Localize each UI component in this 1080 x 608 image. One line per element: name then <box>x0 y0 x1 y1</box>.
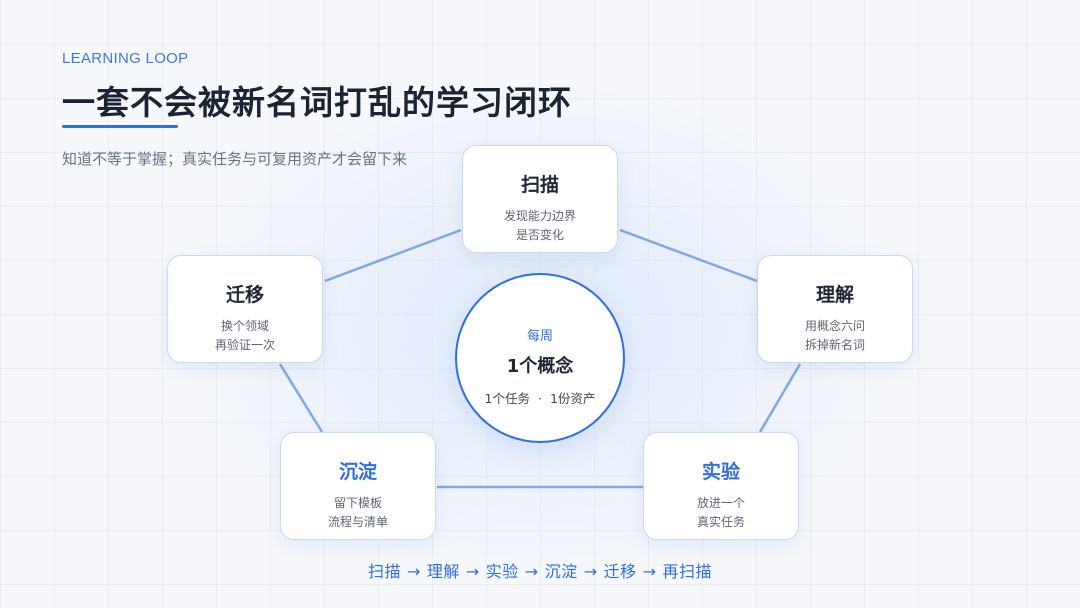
node-transfer-title: 迁移 <box>225 284 264 306</box>
node-understand-title: 理解 <box>815 284 854 306</box>
flow-step: 实验 <box>485 562 519 581</box>
node-understand: 理解 用概念六问 拆掉新名词 <box>757 255 913 363</box>
node-scan-desc-line2: 是否变化 <box>515 228 564 242</box>
flow-step: 理解 <box>426 562 460 581</box>
node-understand-desc-line2: 拆掉新名词 <box>804 338 865 352</box>
node-experiment: 实验 放进一个 真实任务 <box>643 432 799 540</box>
node-settle-title: 沉淀 <box>338 461 377 483</box>
node-scan-description: 发现能力边界 是否变化 <box>463 207 617 245</box>
node-scan-title: 扫描 <box>520 174 559 196</box>
center-hub: 每周 1个概念 1个任务 · 1份资产 <box>455 273 625 443</box>
link-settle-transfer <box>278 363 324 433</box>
node-understand-desc-line1: 用概念六问 <box>804 319 865 333</box>
hub-task: 1个任务 <box>484 391 530 406</box>
flow-step: 再扫描 <box>662 562 713 581</box>
hub-frequency: 每周 <box>526 329 553 344</box>
node-settle-desc-line1: 留下模板 <box>333 496 382 510</box>
node-transfer-desc-line2: 再验证一次 <box>214 338 275 352</box>
node-understand-description: 用概念六问 拆掉新名词 <box>758 317 912 355</box>
hub-sub-line: 1个任务 · 1份资产 <box>457 388 623 407</box>
flow-step: 迁移 <box>603 562 637 581</box>
flow-sequence: 扫描 → 理解 → 实验 → 沉淀 → 迁移 → 再扫描 <box>0 558 1080 582</box>
arrow-right-icon: → <box>465 562 480 581</box>
node-experiment-desc-line1: 放进一个 <box>696 496 745 510</box>
kicker-label: LEARNING LOOP <box>62 50 189 67</box>
page-subtitle: 知道不等于掌握；真实任务与可复用资产才会留下来 <box>62 150 408 168</box>
node-scan-desc-line1: 发现能力边界 <box>503 209 576 223</box>
link-understand-experiment <box>758 363 802 433</box>
link-transfer-scan <box>324 228 462 283</box>
node-scan: 扫描 发现能力边界 是否变化 <box>462 145 618 253</box>
node-transfer-description: 换个领域 再验证一次 <box>168 317 322 355</box>
flow-step: 扫描 <box>367 562 401 581</box>
node-settle: 沉淀 留下模板 流程与清单 <box>280 432 436 540</box>
page-title: 一套不会被新名词打乱的学习闭环 <box>62 83 572 122</box>
node-settle-desc-line2: 流程与清单 <box>327 515 388 529</box>
flow-step: 沉淀 <box>544 562 578 581</box>
node-experiment-desc-line2: 真实任务 <box>696 515 745 529</box>
node-transfer-desc-line1: 换个领域 <box>220 319 269 333</box>
node-experiment-title: 实验 <box>701 461 740 483</box>
arrow-right-icon: → <box>583 562 598 581</box>
hub-main-label: 1个概念 <box>506 356 574 377</box>
arrow-right-icon: → <box>524 562 539 581</box>
node-settle-description: 留下模板 流程与清单 <box>281 494 435 532</box>
hub-separator: · <box>538 391 542 406</box>
node-experiment-description: 放进一个 真实任务 <box>644 494 798 532</box>
arrow-right-icon: → <box>406 562 421 581</box>
title-underline <box>62 125 178 128</box>
hub-asset: 1份资产 <box>549 391 596 406</box>
arrow-right-icon: → <box>642 562 657 581</box>
link-scan-understand <box>619 228 758 283</box>
node-transfer: 迁移 换个领域 再验证一次 <box>167 255 323 363</box>
